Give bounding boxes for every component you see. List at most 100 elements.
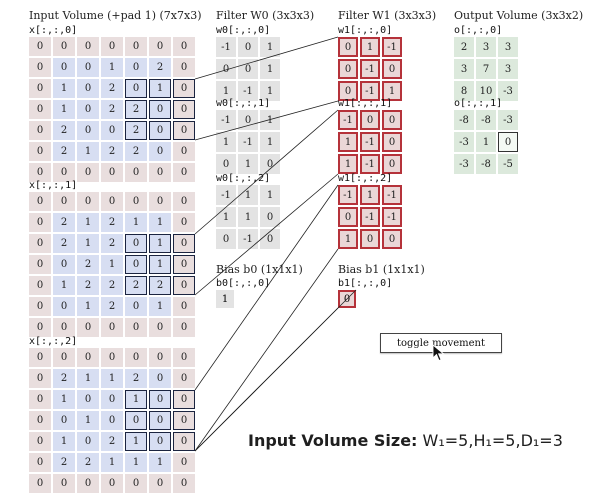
filter-w1-cell: 1 [338, 132, 358, 152]
input-cell: 0 [125, 192, 147, 211]
filter-w1-title: Filter W1 (3x3x3) [338, 9, 437, 22]
input-cell: 1 [53, 390, 75, 409]
input-cell: 0 [29, 318, 51, 337]
filter-w0-cell: 1 [260, 110, 280, 130]
filter-w1-slice-label-0: w1[:,:,0] [338, 25, 393, 36]
input-cell: 2 [53, 213, 75, 232]
filter-w1-cell: 0 [382, 110, 402, 130]
input-cell: 2 [101, 142, 123, 161]
input-cell: 1 [101, 453, 123, 472]
input-cell: 0 [173, 142, 195, 161]
filter-w0-cell: 1 [216, 81, 236, 101]
input-cell: 0 [29, 432, 51, 451]
output-cell: -8 [476, 154, 496, 174]
filter-w0-slice-label-0: w0[:,:,0] [216, 25, 271, 36]
input-cell: 0 [53, 163, 75, 182]
input-cell: 0 [173, 411, 195, 430]
input-cell: 1 [149, 79, 171, 98]
input-cell: 1 [125, 213, 147, 232]
input-cell: 0 [101, 318, 123, 337]
input-cell: 0 [125, 37, 147, 56]
output-cell: 3 [454, 59, 474, 79]
filter-w0-cell: 1 [216, 207, 236, 227]
filter-w1-cell: -1 [382, 185, 402, 205]
filter-w0-cell: 1 [216, 132, 236, 152]
input-cell: 0 [125, 234, 147, 253]
input-cell: 0 [29, 411, 51, 430]
input-cell: 0 [29, 163, 51, 182]
filter-w0-cell: 0 [238, 37, 258, 57]
input-cell: 2 [53, 234, 75, 253]
input-cell: 0 [101, 348, 123, 367]
input-cell: 2 [53, 142, 75, 161]
filter-w1-cell: 1 [360, 185, 380, 205]
bias-b1-label: b1[:,:,0] [338, 278, 393, 289]
filter-w1-cell: 1 [360, 37, 380, 57]
filter-w0-cell: -1 [238, 81, 258, 101]
input-cell: 0 [53, 297, 75, 316]
input-cell: 0 [29, 255, 51, 274]
input-cell: 0 [53, 318, 75, 337]
filter-w0-cell: -1 [216, 185, 236, 205]
input-cell: 0 [77, 58, 99, 77]
input-cell: 1 [101, 58, 123, 77]
input-cell: 0 [29, 453, 51, 472]
output-cell: 10 [476, 81, 496, 101]
output-cell: -3 [498, 81, 518, 101]
input-cell: 2 [53, 453, 75, 472]
input-cell: 0 [173, 348, 195, 367]
input-cell: 0 [173, 192, 195, 211]
input-cell: 0 [29, 192, 51, 211]
output-slice-label-1: o[:,:,1] [454, 98, 503, 109]
input-cell: 1 [125, 432, 147, 451]
input-cell: 0 [125, 79, 147, 98]
input-cell: 0 [29, 348, 51, 367]
filter-w1-cell: 1 [382, 81, 402, 101]
input-cell: 0 [173, 318, 195, 337]
filter-w0-cell: -1 [216, 37, 236, 57]
filter-w1-cell: -1 [338, 110, 358, 130]
input-cell: 0 [29, 37, 51, 56]
filter-w1-cell: 0 [382, 154, 402, 174]
input-cell: 2 [101, 213, 123, 232]
input-cell: 0 [173, 276, 195, 295]
filter-w0-cell: 0 [260, 154, 280, 174]
input-cell: 0 [149, 318, 171, 337]
input-cell: 0 [101, 411, 123, 430]
output-cell: 8 [454, 81, 474, 101]
input-cell: 0 [173, 255, 195, 274]
filter-w1-cell: -1 [360, 81, 380, 101]
input-cell: 0 [29, 474, 51, 493]
output-volume-title: Output Volume (3x3x2) [454, 9, 584, 22]
filter-w1-cell: 0 [360, 110, 380, 130]
input-cell: 0 [77, 348, 99, 367]
input-cell: 0 [53, 411, 75, 430]
input-cell: 0 [149, 348, 171, 367]
input-cell: 1 [149, 453, 171, 472]
caption-label: Input Volume Size: [248, 431, 418, 450]
input-cell: 2 [101, 234, 123, 253]
filter-w1-cell: 0 [338, 81, 358, 101]
filter-w1-cell: 0 [338, 37, 358, 57]
connection-line [194, 289, 357, 452]
filter-w0-title: Filter W0 (3x3x3) [216, 9, 315, 22]
input-cell: 0 [77, 318, 99, 337]
input-cell: 1 [101, 255, 123, 274]
input-cell: 0 [125, 255, 147, 274]
filter-w1-cell: 0 [382, 59, 402, 79]
filter-w1-cell: -1 [360, 59, 380, 79]
input-cell: 0 [77, 192, 99, 211]
bias-b1-value: 0 [338, 290, 356, 308]
input-cell: 0 [77, 37, 99, 56]
filter-w0-cell: -1 [238, 229, 258, 249]
input-cell: 0 [149, 390, 171, 409]
input-cell: 1 [77, 234, 99, 253]
